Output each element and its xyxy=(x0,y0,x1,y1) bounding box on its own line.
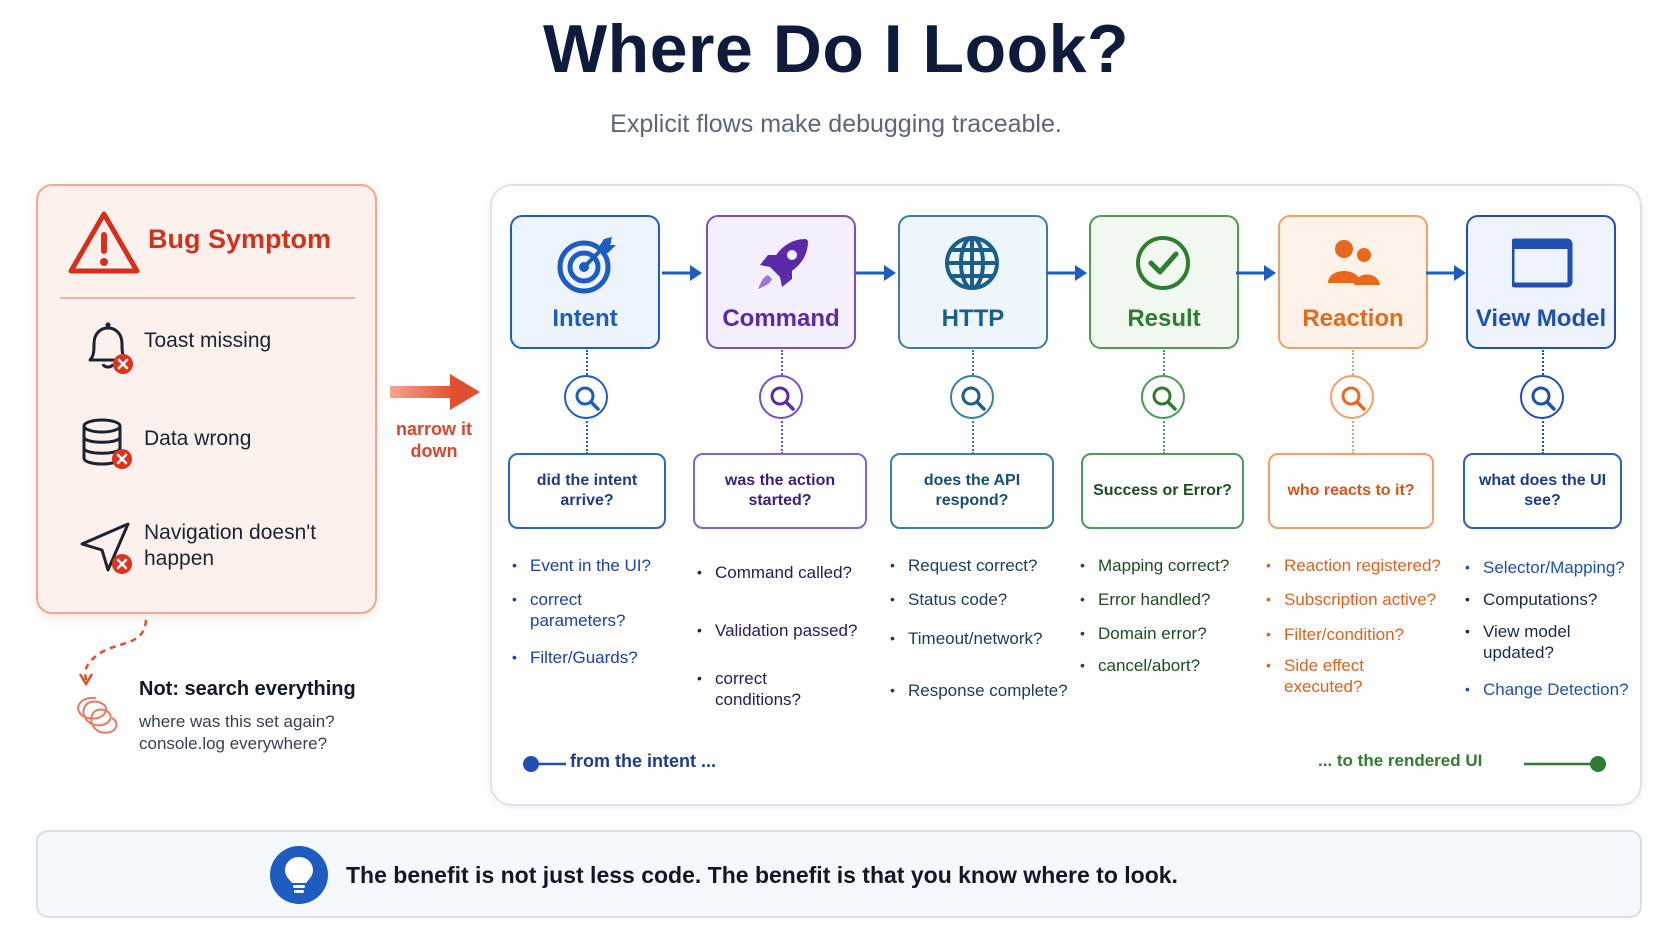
list-item: Change Detection? xyxy=(1465,679,1629,700)
rocket-icon xyxy=(758,239,808,289)
symptom-item-label: Navigation doesn't happen xyxy=(144,521,317,570)
narrow-label: narrow it down xyxy=(395,419,472,461)
question-box: was the action started? xyxy=(693,453,867,529)
not-search-line: console.log everywhere? xyxy=(139,734,328,753)
list-item: Response complete? xyxy=(890,680,1068,701)
navigation-icon xyxy=(80,522,132,574)
bug-symptom-header: Bug Symptom xyxy=(68,210,358,280)
question-box: Success or Error? xyxy=(1081,453,1244,529)
magnifier-icon xyxy=(575,386,600,411)
magnifier-badge xyxy=(564,375,608,419)
symptom-item: Navigation doesn't happen xyxy=(78,520,368,580)
magnifier-icon xyxy=(961,386,986,411)
question-box: did the intent arrive? xyxy=(508,453,666,529)
page-subtitle: Explicit flows make debugging traceable. xyxy=(610,110,1062,138)
narrow-arrow-icon xyxy=(390,374,480,410)
benefit-banner: The benefit is not just less code. The b… xyxy=(36,830,1642,918)
list-item: Timeout/network? xyxy=(890,628,1042,649)
scribble-icon xyxy=(77,619,148,734)
bug-symptom-panel: Bug Symptom Toast missing Data wrong Nav… xyxy=(36,184,377,614)
question-box: does the API respond? xyxy=(890,453,1054,529)
page-title: Where Do I Look? xyxy=(543,11,1129,87)
list-item: Computations? xyxy=(1465,589,1597,610)
stage-command: Command xyxy=(706,215,856,349)
list-item: View model updated? xyxy=(1465,621,1585,663)
magnifier-icon xyxy=(1152,386,1177,411)
magnifier-badge xyxy=(1141,375,1185,419)
list-item: Filter/Guards? xyxy=(512,647,638,668)
magnifier-icon xyxy=(770,386,795,411)
lightbulb-badge xyxy=(270,846,328,904)
question-box: who reacts to it? xyxy=(1268,453,1434,529)
magnifier-badge xyxy=(950,375,994,419)
list-item: cancel/abort? xyxy=(1080,655,1200,676)
stage-reaction: Reaction xyxy=(1278,215,1428,349)
window-icon xyxy=(1512,238,1573,288)
stage-view-model: View Model xyxy=(1466,215,1616,349)
list-item: Selector/Mapping? xyxy=(1465,557,1625,578)
timeline-start-label: from the intent ... xyxy=(570,751,716,771)
stage-label: HTTP xyxy=(941,305,1005,332)
list-item: Filter/condition? xyxy=(1266,624,1404,645)
benefit-text: The benefit is not just less code. The b… xyxy=(346,862,1178,888)
timeline-start-dot xyxy=(523,756,539,772)
arrow-right-icon xyxy=(1236,265,1276,281)
stage-label: Reaction xyxy=(1302,305,1404,332)
magnifier-badge xyxy=(1520,375,1564,419)
not-search-line: where was this set again? xyxy=(139,712,335,731)
lightbulb-icon xyxy=(285,857,313,893)
symptom-item: Data wrong xyxy=(78,414,368,474)
list-item: Mapping correct? xyxy=(1080,555,1229,576)
magnifier-icon xyxy=(1341,386,1366,411)
question-box: what does the UI see? xyxy=(1463,453,1622,529)
stage-http: HTTP xyxy=(898,215,1048,349)
symptom-item-label: Toast missing xyxy=(144,329,272,352)
list-item: Command called? xyxy=(697,562,852,583)
flow-panel xyxy=(490,184,1642,806)
list-item: Reaction registered? xyxy=(1266,555,1441,576)
list-item: Domain error? xyxy=(1080,623,1207,644)
check-circle-icon xyxy=(1136,236,1190,290)
timeline-end-label: ... to the rendered UI xyxy=(1318,751,1483,770)
arrow-right-icon xyxy=(1047,265,1087,281)
people-icon xyxy=(1328,240,1380,285)
list-item: Error handled? xyxy=(1080,589,1210,610)
stage-label: Command xyxy=(722,305,840,332)
list-item: Side effect executed? xyxy=(1266,655,1376,697)
stage-intent: Intent xyxy=(510,215,660,349)
arrow-right-icon xyxy=(1426,265,1466,281)
arrow-right-icon xyxy=(856,265,896,281)
timeline-end-dot xyxy=(1590,756,1606,772)
list-item: correct parameters? xyxy=(512,589,652,631)
bug-symptom-title: Bug Symptom xyxy=(148,224,332,254)
arrow-right-icon xyxy=(662,265,702,281)
target-icon xyxy=(557,237,616,294)
list-item: Status code? xyxy=(890,589,1007,610)
list-item: Validation passed? xyxy=(697,620,857,641)
stage-label: Intent xyxy=(552,305,618,332)
list-item: Event in the UI? xyxy=(512,555,651,576)
symptom-item: Toast missing xyxy=(78,318,368,378)
list-item: Subscription active? xyxy=(1266,589,1436,610)
bell-icon xyxy=(88,322,133,374)
magnifier-icon xyxy=(1531,386,1556,411)
divider xyxy=(60,297,355,299)
list-item: correct conditions? xyxy=(697,668,817,710)
magnifier-badge xyxy=(1330,375,1374,419)
stage-label: Result xyxy=(1127,305,1201,332)
symptom-item-label: Data wrong xyxy=(144,427,252,450)
list-item: Request correct? xyxy=(890,555,1037,576)
magnifier-badge xyxy=(759,375,803,419)
stage-result: Result xyxy=(1089,215,1239,349)
stage-label: View Model xyxy=(1475,305,1607,332)
globe-icon xyxy=(945,236,999,290)
database-icon xyxy=(82,418,132,469)
not-search-title: Not: search everything xyxy=(139,678,356,700)
warning-icon xyxy=(68,211,140,274)
